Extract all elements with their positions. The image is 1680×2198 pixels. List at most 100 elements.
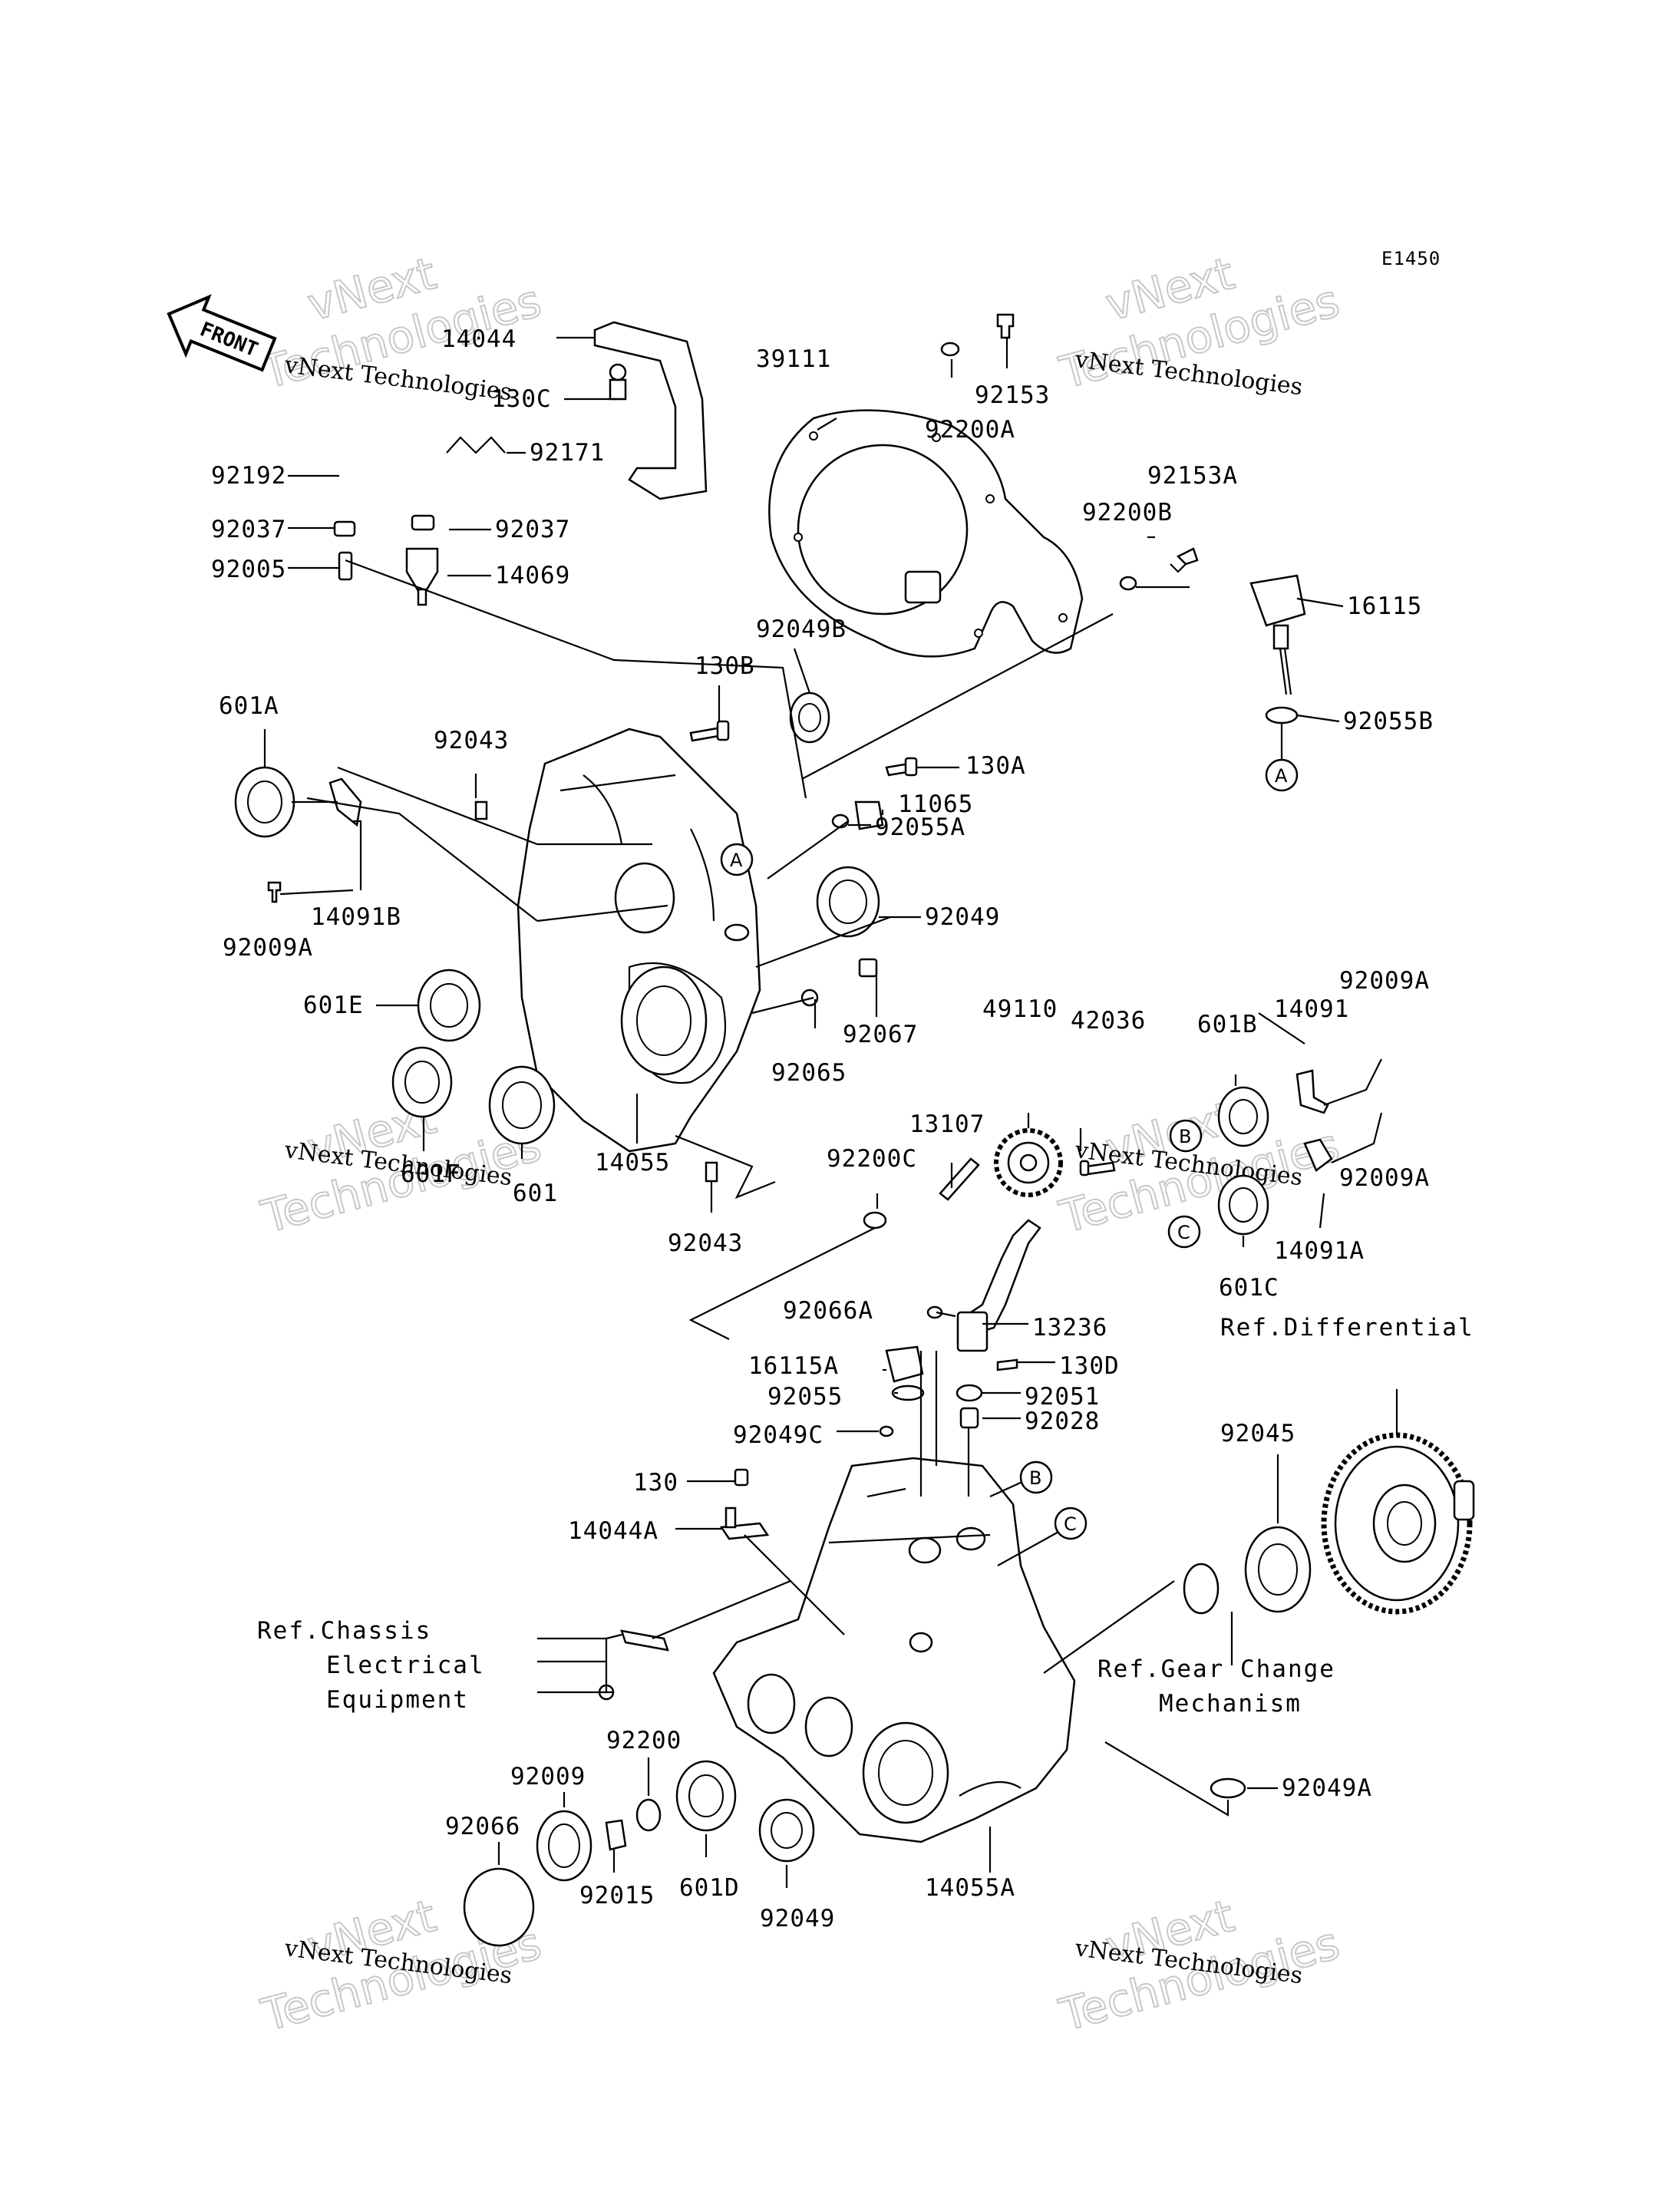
gear-49110: [994, 1128, 1063, 1197]
dipstick-16115: [1249, 574, 1306, 627]
part-label: 92049C: [733, 1421, 823, 1449]
part-label: 92049: [925, 903, 1000, 931]
callout-C: C: [1064, 1513, 1077, 1535]
part-label: 92051: [1025, 1383, 1100, 1411]
part-label: 92049A: [1282, 1774, 1372, 1802]
part-label: 92066: [445, 1813, 520, 1840]
part-label: 92200: [606, 1727, 682, 1754]
ref-chassis-equipment: Equipment: [326, 1686, 469, 1714]
part-label: 11065: [898, 790, 973, 818]
part-label: 14069: [495, 562, 570, 589]
part-label: 92028: [1025, 1408, 1100, 1435]
ref-gear-change: Ref.Gear Change: [1097, 1655, 1335, 1683]
cover-92066: [463, 1867, 535, 1947]
reference-labels: Ref.Differential Ref.Chassis Electrical …: [257, 1314, 1474, 1718]
part-label: 92009: [510, 1763, 586, 1790]
part-label: 14091A: [1274, 1237, 1365, 1265]
part-label: 92065: [771, 1059, 847, 1087]
shift-shaft-13236: [958, 1219, 1041, 1337]
part-label: 16115A: [748, 1352, 839, 1380]
part-label: 92171: [530, 439, 605, 467]
part-label: 92153A: [1147, 462, 1238, 490]
part-label: 92055A: [875, 814, 965, 841]
part-label: 92066A: [783, 1297, 873, 1325]
part-label: 130: [633, 1469, 678, 1497]
part-label: 601: [513, 1180, 558, 1207]
part-label: 14091: [1274, 995, 1349, 1023]
bearing-601C: [1217, 1174, 1269, 1236]
ref-differential: Ref.Differential: [1220, 1314, 1474, 1342]
gasket-39111: [768, 409, 1084, 658]
part-label: 92153: [975, 381, 1050, 409]
differential-gear: [1321, 1432, 1475, 1615]
ref-chassis-electrical: Electrical: [326, 1652, 485, 1679]
part-label: 39111: [756, 345, 831, 373]
ref-gear-mechanism: Mechanism: [1159, 1690, 1302, 1718]
part-label: 92200B: [1082, 499, 1173, 526]
ref-chassis: Ref.Chassis: [257, 1617, 431, 1645]
part-label: 13107: [909, 1111, 985, 1138]
part-label: 92045: [1220, 1420, 1295, 1447]
part-label: 49110: [982, 995, 1058, 1023]
callout-circles: A A B C B C: [720, 758, 1299, 1540]
part-label: 14055: [595, 1149, 670, 1177]
part-label: 92200C: [827, 1145, 917, 1173]
part-label: 92043: [434, 727, 509, 754]
part-label: 92037: [211, 516, 286, 543]
hose-assembly: [333, 395, 506, 606]
leader-lines: [263, 336, 1398, 1888]
callout-A: A: [730, 850, 743, 871]
part-label: 92009A: [1339, 1164, 1430, 1192]
part-label: 130B: [695, 652, 755, 680]
part-label: 601D: [679, 1874, 740, 1902]
part-label: 92009A: [1339, 967, 1430, 995]
bearing-601: [488, 1065, 556, 1145]
part-label: 16115: [1347, 592, 1422, 620]
part-label: 92049B: [756, 616, 847, 643]
crankcase-cover-14055: [517, 728, 761, 1153]
front-arrow-icon: FRONT: [167, 294, 277, 372]
part-label: 13236: [1032, 1314, 1107, 1342]
part-label: 42036: [1071, 1007, 1146, 1035]
callout-C: C: [1177, 1222, 1190, 1243]
part-label: 14044: [441, 325, 517, 353]
part-label: 92055: [767, 1383, 843, 1411]
part-label: 92009A: [223, 934, 313, 962]
part-label: 601B: [1197, 1011, 1258, 1038]
part-label: 601A: [219, 692, 279, 720]
seal-92009: [536, 1810, 592, 1882]
part-label: 92192: [211, 462, 286, 490]
part-label: 601F: [401, 1160, 461, 1188]
part-label: 92055B: [1343, 708, 1434, 735]
bearing-601E: [417, 969, 481, 1042]
seal-92049-bottom: [758, 1798, 815, 1863]
part-label: 601C: [1219, 1274, 1279, 1302]
seal-92049: [816, 866, 880, 938]
part-label: 92005: [211, 556, 286, 583]
callout-A: A: [1275, 765, 1288, 787]
diagram-code: E1450: [1381, 248, 1441, 269]
part-label: 92067: [843, 1021, 918, 1048]
callout-B: B: [1029, 1467, 1041, 1489]
part-label: 130D: [1059, 1352, 1120, 1380]
part-label: 92200A: [925, 416, 1015, 444]
part-label: 130C: [491, 385, 552, 413]
part-label: 92037: [495, 516, 570, 543]
part-label: 92015: [579, 1882, 655, 1909]
part-label: 14044A: [568, 1517, 658, 1545]
part-label: 14055A: [925, 1874, 1015, 1902]
part-label: 130A: [965, 752, 1026, 780]
callout-B: B: [1179, 1126, 1191, 1147]
bearing-601D: [675, 1760, 737, 1832]
bearing-601A: [234, 766, 295, 838]
bearing-92045: [1244, 1526, 1312, 1613]
part-label: 14091B: [311, 903, 401, 931]
bearing-601B: [1217, 1086, 1269, 1147]
part-label: 92043: [668, 1229, 743, 1257]
crankcase-14055A: [712, 1457, 1076, 1843]
bracket-14044: [593, 321, 708, 500]
bearing-601F: [391, 1046, 453, 1118]
part-label: 601E: [303, 992, 364, 1019]
part-label: 92049: [760, 1905, 835, 1932]
